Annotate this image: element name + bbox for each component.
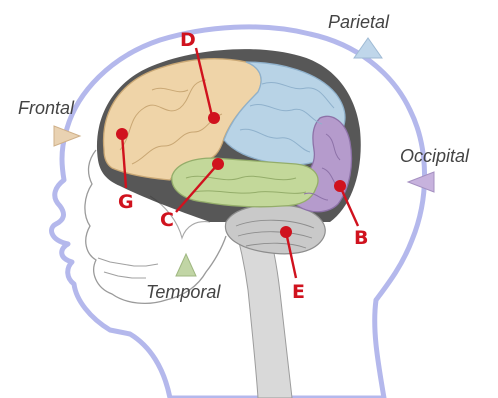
parietal-arrow-icon [354, 38, 382, 58]
frontal-label: Frontal [18, 98, 75, 118]
temporal-arrow-icon [176, 254, 196, 276]
marker-dot-c [212, 158, 224, 170]
temporal-lobe [172, 158, 318, 207]
marker-letter-e: E [292, 281, 305, 303]
marker-letter-g: G [118, 191, 134, 213]
occipital-label: Occipital [400, 146, 470, 166]
marker-letter-c: C [160, 209, 174, 231]
marker-letter-b: B [354, 227, 368, 249]
marker-dot-g [116, 128, 128, 140]
marker-dot-e [280, 226, 292, 238]
jaw-drawing [98, 258, 158, 278]
temporal-label: Temporal [146, 282, 221, 302]
marker-letter-d: D [180, 29, 196, 51]
marker-dot-d [208, 112, 220, 124]
occipital-arrow-icon [408, 172, 434, 192]
marker-dot-b [334, 180, 346, 192]
parietal-label: Parietal [328, 12, 390, 32]
